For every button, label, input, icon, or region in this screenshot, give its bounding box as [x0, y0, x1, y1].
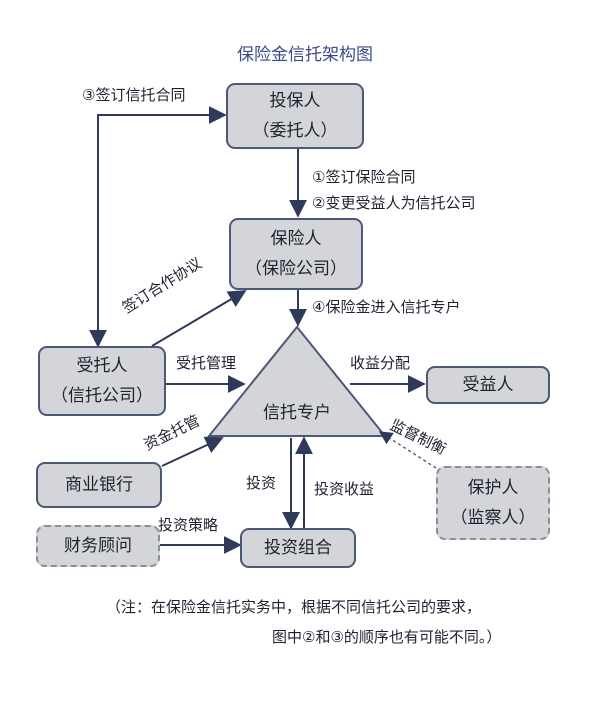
diagram-title: 保险金信托架构图: [237, 45, 373, 65]
arrow-bank-to-trust: [161, 436, 224, 467]
portfolio-label: 投资组合: [264, 538, 332, 558]
advisor-node: 财务顾问: [36, 525, 160, 567]
note-line-2: 图中②和③的顺序也有可能不同。）: [272, 628, 502, 646]
trust-account-triangle: [206, 325, 388, 437]
arrow-trustee-to-insurer: [151, 290, 247, 347]
insurer-sublabel: （保险公司）: [245, 259, 347, 279]
arrow-protector-to-trust: [378, 431, 437, 469]
protector-sublabel: （监察人）: [450, 508, 536, 528]
label-trust-management: 受托管理: [176, 354, 237, 372]
label-investment: 投资: [246, 474, 277, 492]
label-investment-income: 投资收益: [314, 480, 375, 498]
protector-node: 保护人 （监察人）: [436, 466, 550, 540]
protector-label: 保护人: [467, 478, 519, 498]
note-line-1: （注：在保险金信托实务中，根据不同信托公司的要求，: [106, 598, 482, 616]
insurer-label: 保险人: [270, 229, 322, 249]
beneficiary-node: 受益人: [426, 366, 550, 404]
arrow-trustee-policyholder: [89, 106, 227, 348]
insurer-node: 保险人 （保险公司）: [229, 218, 363, 290]
portfolio-node: 投资组合: [240, 528, 356, 568]
label-funds-enter-account: ④保险金进入信托专户: [312, 298, 461, 316]
policyholder-label: 投保人: [269, 91, 321, 111]
label-income-distribution: 收益分配: [350, 354, 411, 372]
label-investment-strategy: 投资策略: [158, 516, 219, 534]
policyholder-node: 投保人 （委托人）: [226, 83, 364, 149]
label-sign-insurance-contract: ①签订保险合同: [312, 168, 416, 186]
label-sign-trust-contract: ③签订信托合同: [82, 86, 186, 104]
beneficiary-label: 受益人: [462, 375, 514, 395]
trustee-sublabel: （信托公司）: [51, 386, 153, 406]
advisor-label: 财务顾问: [64, 536, 132, 556]
bank-label: 商业银行: [65, 475, 133, 495]
bank-node: 商业银行: [36, 462, 162, 508]
policyholder-sublabel: （委托人）: [252, 121, 338, 141]
trustee-node: 受托人 （信托公司）: [38, 346, 166, 416]
trust-account-label: 信托专户: [263, 403, 331, 423]
label-change-beneficiary: ②变更受益人为信托公司: [312, 194, 476, 212]
trustee-label: 受托人: [76, 356, 128, 376]
